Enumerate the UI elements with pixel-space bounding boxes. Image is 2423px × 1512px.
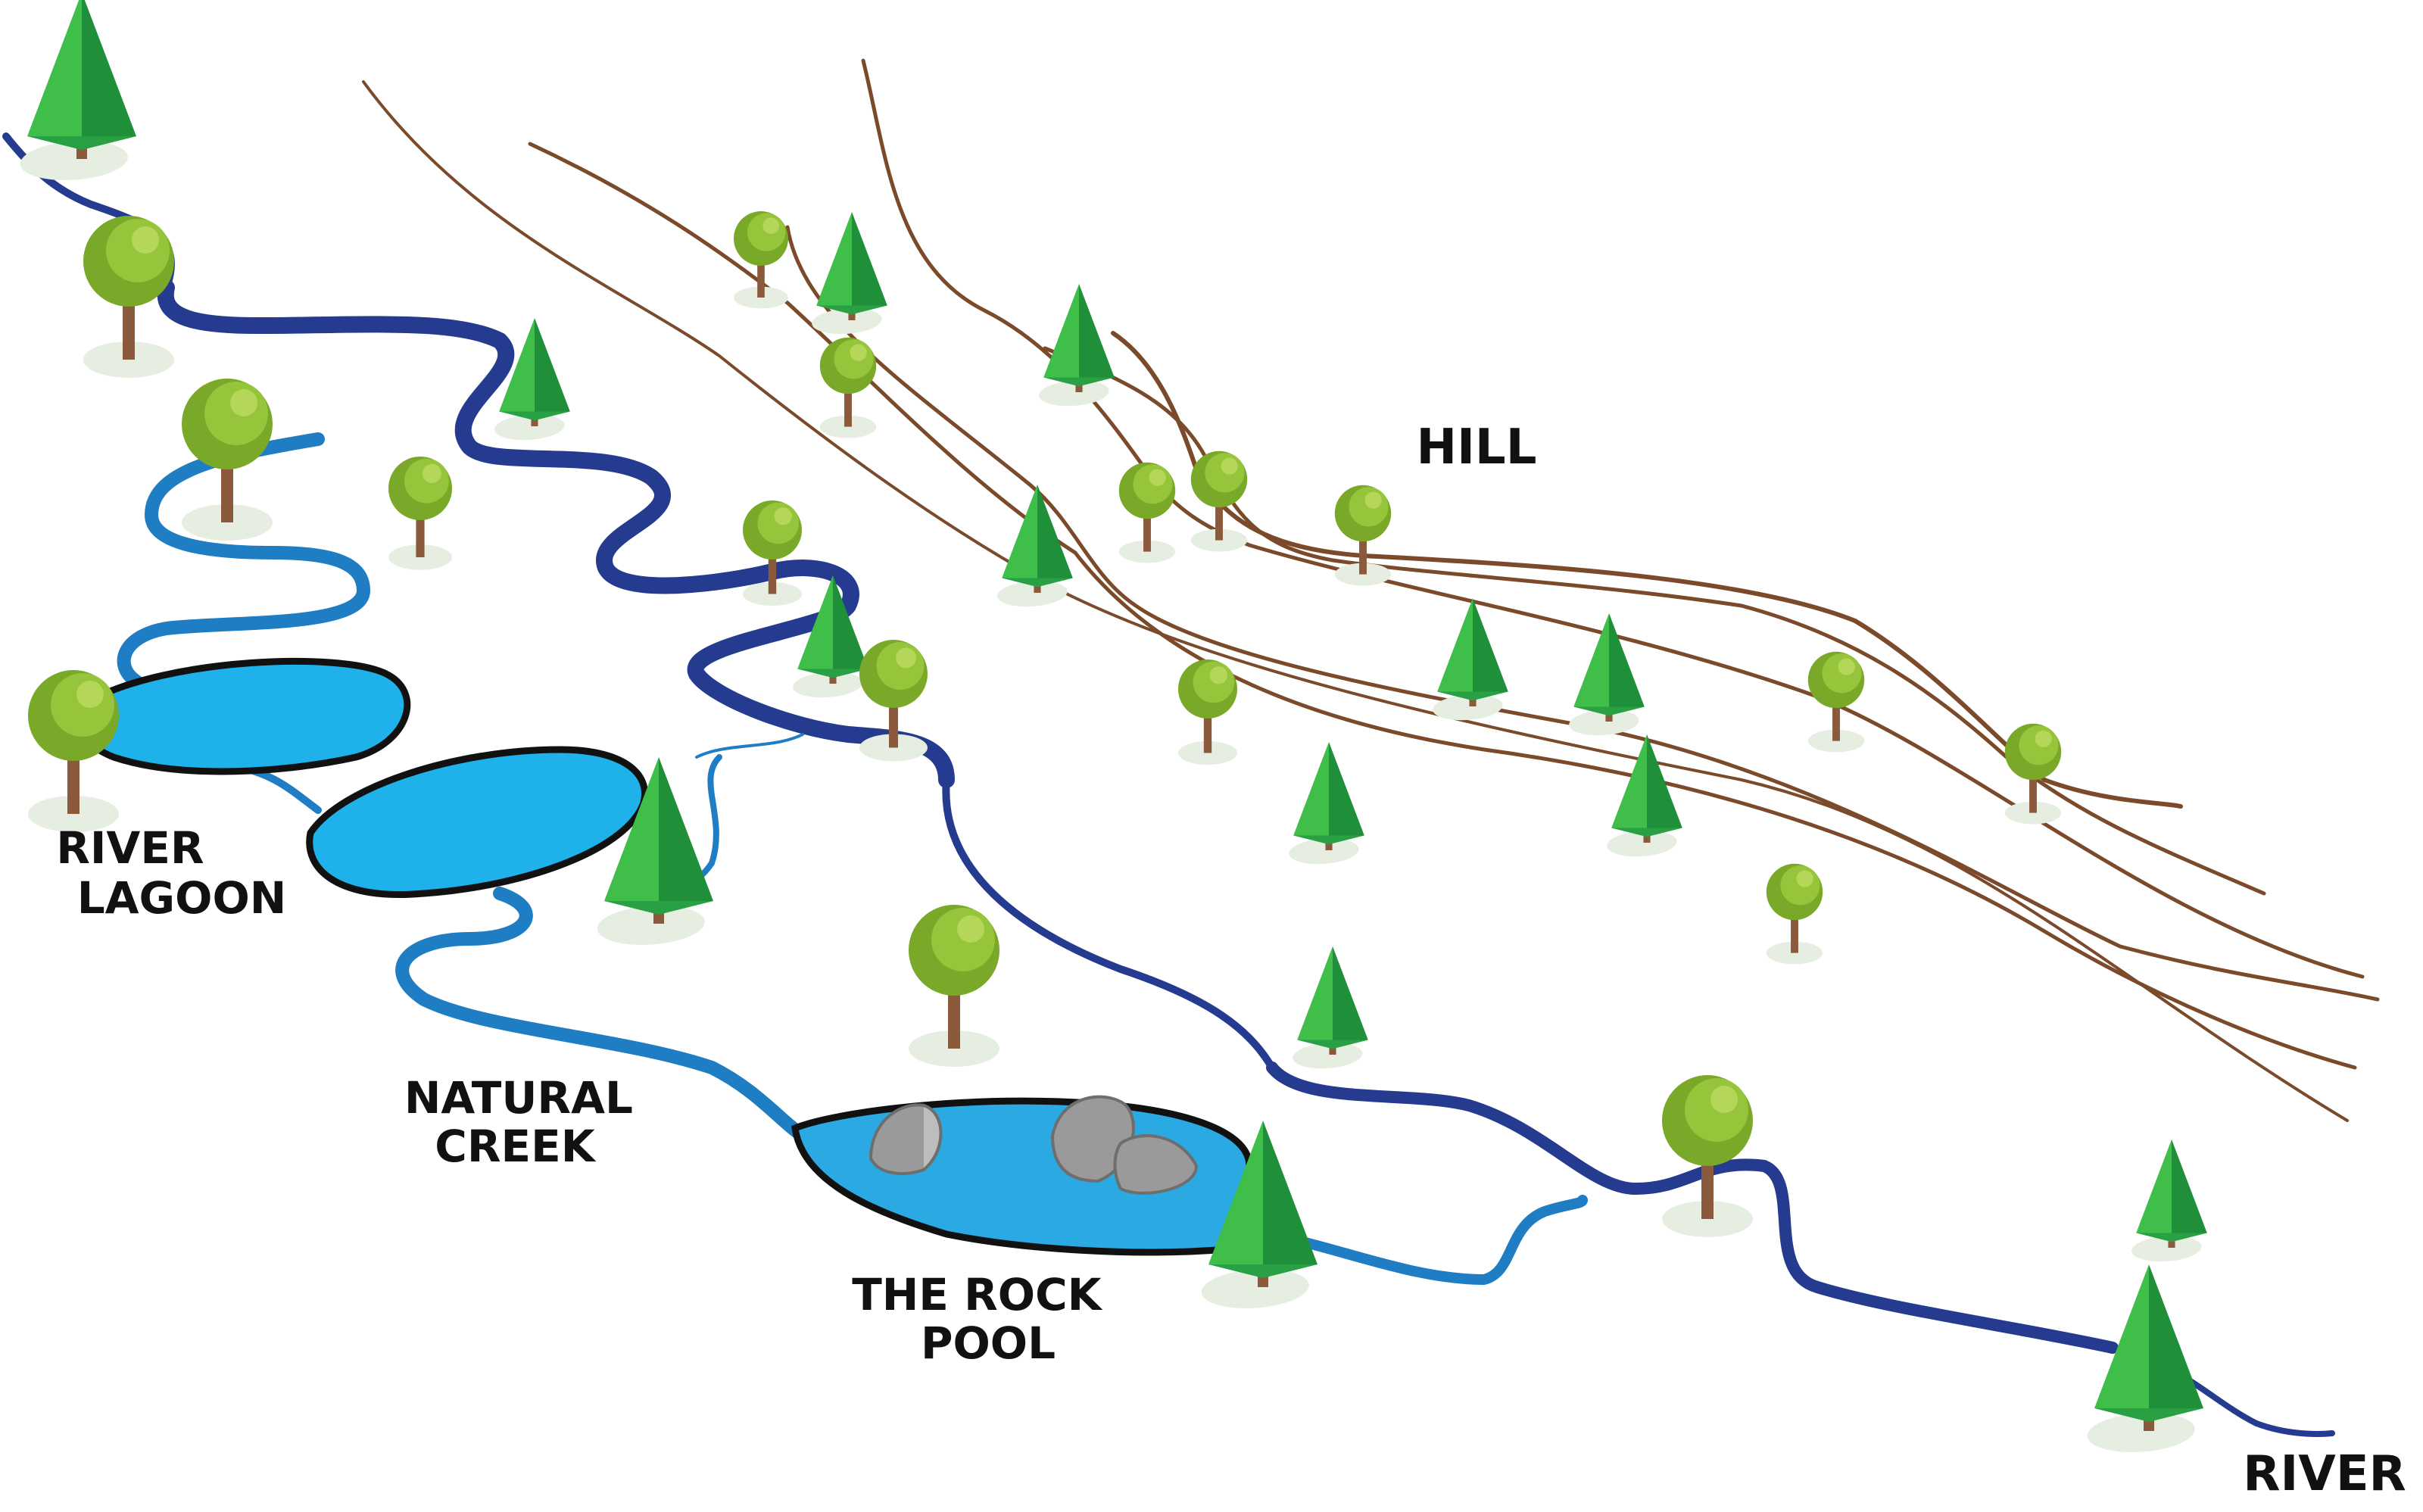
pine-tree-icon — [812, 212, 887, 335]
pine-tree-icon — [1569, 613, 1645, 736]
natural-creek-label-line1: NATURAL — [404, 1072, 633, 1124]
river-lagoon-label-line2: LAGOON — [77, 872, 287, 924]
natural-creek — [117, 432, 1588, 1285]
round-tree-icon — [1807, 651, 1865, 753]
pine-tree-icon — [2087, 1264, 2203, 1452]
pine-tree-icon — [597, 757, 713, 945]
pine-tree-icon — [20, 0, 136, 180]
pine-tree-icon — [1433, 598, 1508, 721]
round-tree-icon — [859, 640, 928, 762]
round-tree-icon — [743, 500, 802, 606]
rock-icon — [868, 1095, 1199, 1195]
round-tree-icon — [909, 905, 999, 1067]
hill-label: HILL — [1417, 419, 1537, 475]
round-tree-icon — [819, 337, 877, 438]
trees — [20, 0, 2207, 1452]
river-lagoon-label-line1: RIVER — [56, 822, 204, 874]
river-lagoon-upper — [74, 657, 411, 775]
contour-line-4 — [861, 58, 2365, 979]
round-tree-icon — [2004, 723, 2062, 825]
rock-pool-label: THE ROCK POOL — [852, 1269, 1117, 1369]
pine-tree-icon — [793, 575, 868, 698]
pine-tree-icon — [2131, 1139, 2207, 1262]
rock-pool-label-line2: POOL — [921, 1317, 1056, 1369]
river-lagoon-lower — [306, 746, 648, 898]
round-tree-icon — [388, 457, 452, 570]
river-lagoon-label: RIVER LAGOON — [56, 822, 286, 924]
contour-line-5 — [1043, 346, 2266, 896]
round-tree-icon — [1662, 1075, 1753, 1237]
contour-line-1 — [362, 80, 2349, 1122]
pine-tree-icon — [1201, 1121, 1318, 1308]
round-tree-icon — [28, 670, 119, 832]
round-tree-icon — [1766, 863, 1823, 965]
pine-tree-icon — [997, 485, 1073, 607]
pine-tree-icon — [1607, 734, 1682, 857]
round-tree-icon — [1178, 659, 1237, 765]
river-label: RIVER — [2243, 1446, 2406, 1502]
contour-line-3 — [785, 225, 2380, 1002]
round-tree-icon — [1190, 450, 1248, 552]
round-tree-icon — [83, 216, 174, 378]
natural-creek-label-line2: CREEK — [435, 1121, 596, 1172]
round-tree-icon — [734, 211, 788, 309]
pine-tree-icon — [1039, 284, 1115, 407]
rock-pool-label-line1: THE ROCK — [852, 1269, 1102, 1320]
natural-creek-label: NATURAL CREEK — [404, 1072, 648, 1172]
round-tree-icon — [1118, 462, 1176, 563]
round-tree-icon — [1334, 485, 1392, 586]
round-tree-icon — [182, 379, 273, 541]
pine-tree-icon — [1293, 946, 1368, 1069]
pine-tree-icon — [1289, 742, 1364, 865]
